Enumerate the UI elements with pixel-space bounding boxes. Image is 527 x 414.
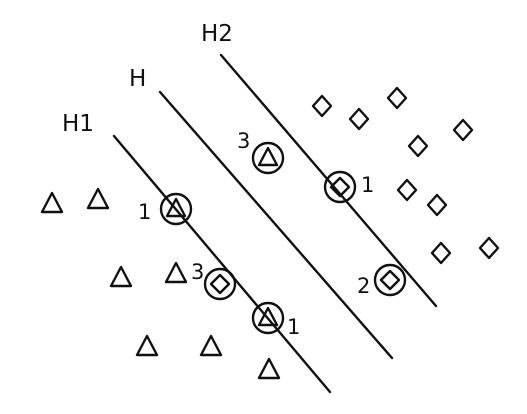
triangle-point [109,265,133,288]
triangle-upper-center-label: 3 [237,129,250,153]
h-label: H [129,66,146,92]
diamond-point [452,118,474,142]
circled-points [159,141,407,335]
support-vector-circle [251,141,285,175]
triangle-class [40,187,281,380]
triangle-point [164,261,188,284]
diamond-point [430,241,452,265]
diamond-point [396,178,418,202]
support-vector-circle [203,267,237,301]
h1-line [112,134,332,394]
diamond-inner-left-label: 3 [191,260,204,284]
diamond-point [386,86,408,110]
triangle-point [199,334,223,357]
diamond-point [209,273,231,295]
triangle-point [257,306,279,327]
diamond-lower-right-label: 2 [357,274,370,298]
diamond-class [311,86,500,265]
h2-label: H2 [201,21,233,47]
diamond-point [348,107,370,131]
diamond-point [426,193,448,217]
triangle-point [165,197,187,218]
h1-label: H1 [62,111,94,137]
support-vector-circle [323,170,357,204]
triangle-point [257,146,279,167]
support-vector-circle [159,192,193,226]
triangle-point [257,357,281,380]
diamond-point [478,236,500,260]
triangle-point [86,187,110,210]
support-vector-circle [373,263,407,297]
h2-line [219,53,438,308]
diamond-point [311,94,333,118]
diamond-point [407,134,429,158]
triangle-mid-left-label: 1 [138,200,151,224]
diamond-upper-right-label: 1 [361,173,374,197]
support-vector-circle [251,301,285,335]
diamond-point [329,176,351,198]
triangle-lower-center-label: 1 [287,315,300,339]
h-line [158,90,394,360]
triangle-point [40,191,64,214]
diamond-point [379,269,401,291]
triangle-point [135,334,159,357]
